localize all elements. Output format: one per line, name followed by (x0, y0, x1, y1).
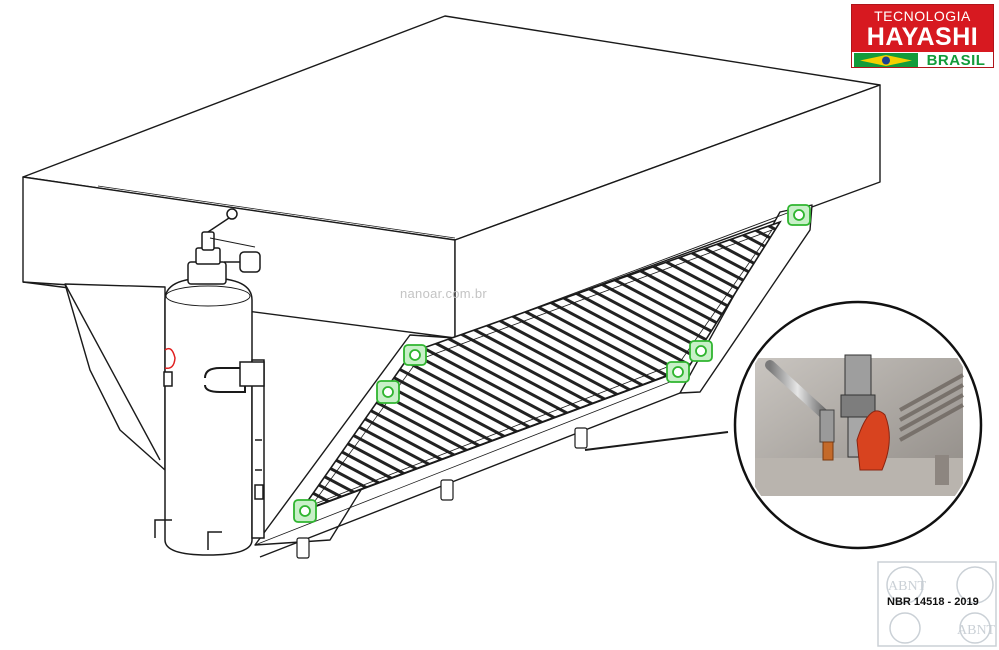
seal-text: ABNT (957, 623, 996, 638)
logo-line1: TECNOLOGIA (874, 8, 971, 24)
nozzle-icon (376, 380, 400, 404)
nozzle-icon (666, 361, 690, 383)
drain-fittings (296, 427, 588, 559)
seal-text: ABNT (888, 579, 927, 594)
standard-label: NBR 14518 - 2019 (887, 596, 979, 608)
nozzle-icon (403, 344, 427, 366)
nozzle-icon (293, 499, 317, 523)
callout-line (584, 431, 729, 451)
nozzles (293, 204, 811, 523)
nozzle-icon (787, 204, 811, 226)
brazil-flag-icon (854, 53, 918, 67)
detail-magnifier-icon (733, 300, 983, 550)
nozzle-icon (689, 340, 713, 362)
fire-suppression-cylinder-icon (154, 208, 265, 556)
filter-panel (297, 220, 782, 514)
logo-line2: HAYASHI (866, 23, 979, 51)
abnt-seal (877, 561, 997, 647)
logo-line3: BRASIL (926, 52, 986, 68)
watermark: nanoar.com.br (400, 286, 488, 301)
tecnologia-hayashi-logo: TECNOLOGIA HAYASHI BRASIL (851, 4, 994, 68)
